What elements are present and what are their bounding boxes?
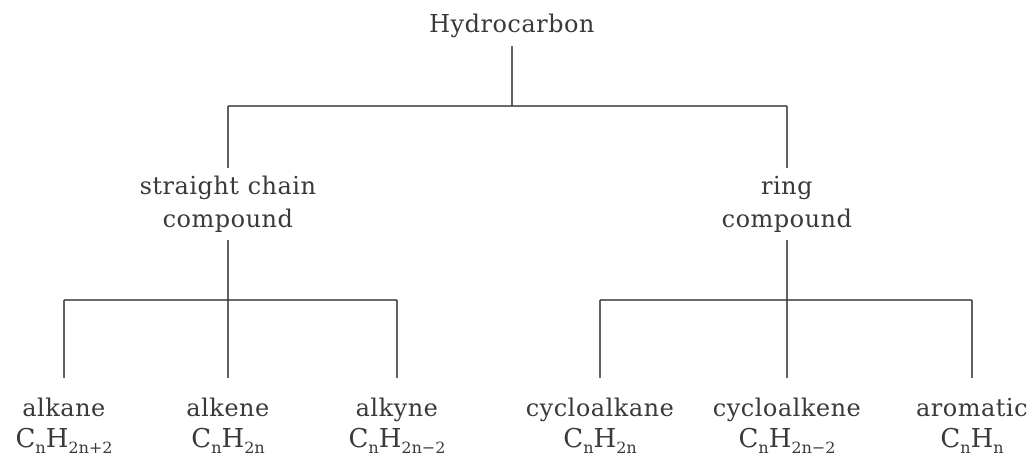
leaf-name-cycloalkene: cycloalkene [712,394,862,422]
leaf-formula-alkene: CnH2n [191,424,265,457]
root-label: Hydrocarbon [429,10,595,38]
branch-node-straight-chain: straight chain compound [140,170,317,236]
branch-label-line1: straight chain [139,172,317,200]
leaf-name-aromatic: aromatic [915,394,1029,422]
leaf-name-alkane: alkane [22,394,106,422]
root-node: Hydrocarbon [429,8,595,41]
branch-label-line2: compound [162,205,294,233]
leaf-name-alkyne: alkyne [355,394,439,422]
leaf-formula-aromatic: CnHn [940,424,1004,457]
branch-label-line2: compound [721,205,853,233]
leaf-name-cycloalkane: cycloalkane [525,394,675,422]
branch-label-line1: ring [761,172,813,200]
leaf-formula-alkane: CnH2n+2 [15,424,113,457]
leaf-formula-cycloalkene: CnH2n−2 [738,424,836,457]
branch-node-ring: ring compound [722,170,853,236]
leaf-name-alkene: alkene [186,394,270,422]
leaf-formula-alkyne: CnH2n−2 [348,424,446,457]
leaf-formula-cycloalkane: CnH2n [563,424,637,457]
